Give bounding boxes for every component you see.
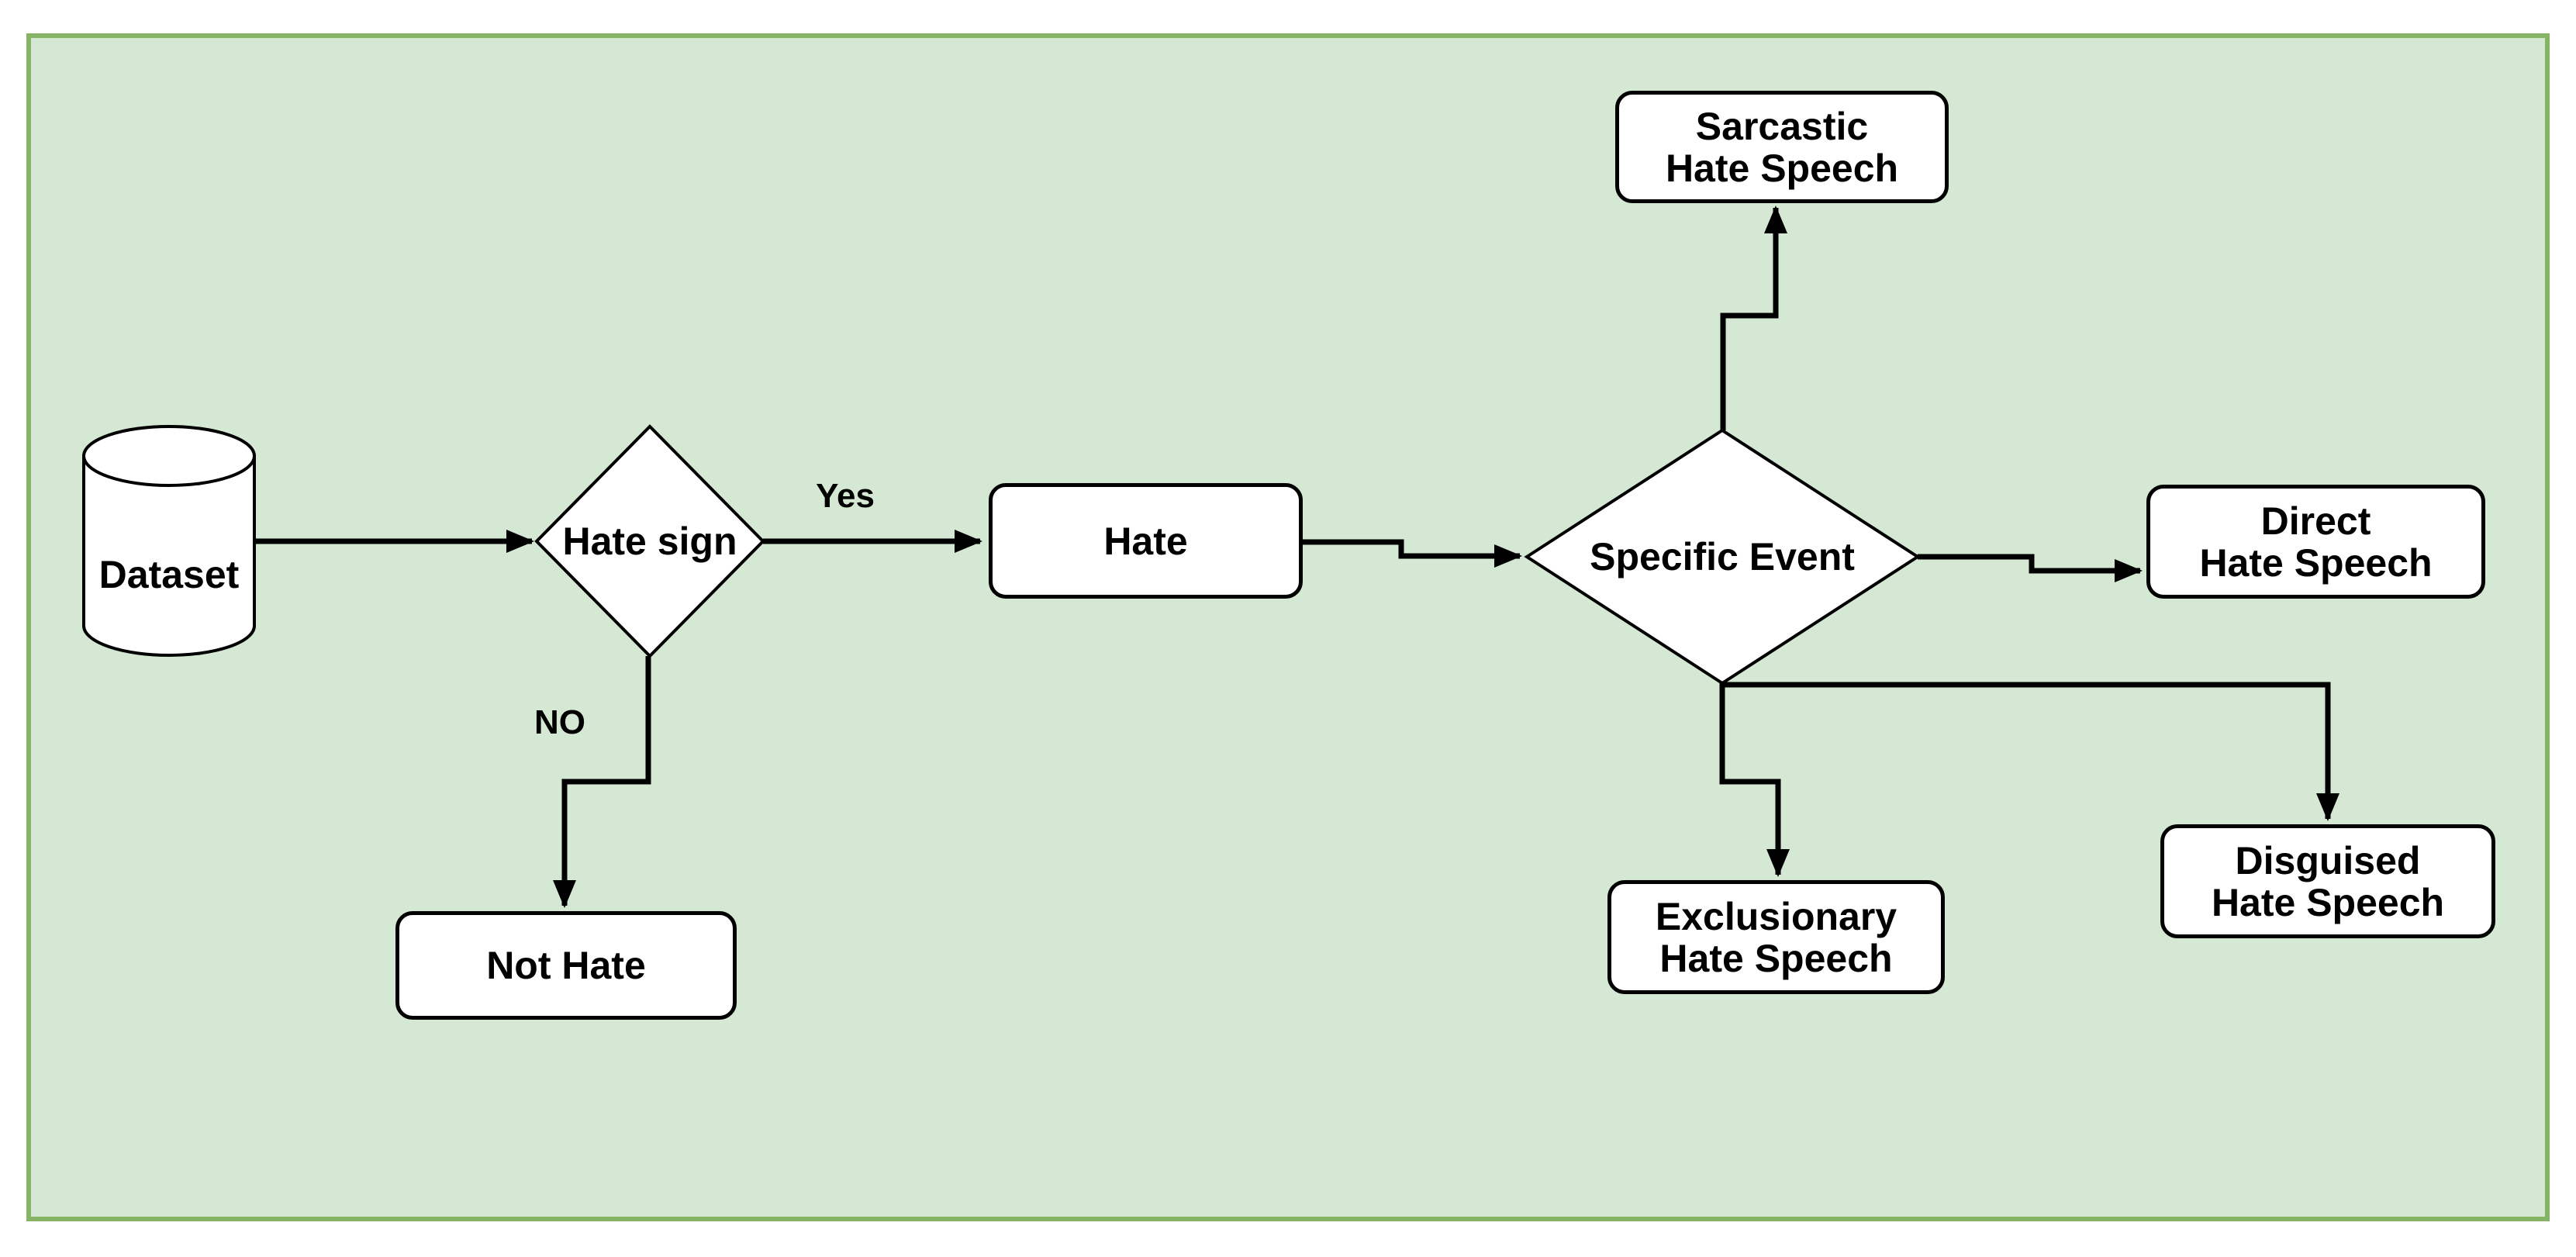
node-direct-hate-speech: Direct Hate Speech bbox=[2146, 485, 2485, 599]
cylinder-rim bbox=[82, 455, 256, 487]
edge-specific-event-to-disguised bbox=[1722, 682, 2339, 821]
node-exclusionary-hate-speech: Exclusionary Hate Speech bbox=[1607, 880, 1945, 994]
cylinder-body bbox=[82, 425, 256, 657]
node-hate-sign-diamond bbox=[534, 424, 765, 658]
diagram-canvas bbox=[26, 33, 2550, 1221]
edge-hate-sign-no-to-not-hate bbox=[553, 656, 651, 908]
node-hate-label: Hate bbox=[1103, 519, 1188, 563]
edge-specific-event-to-sarcastic bbox=[1720, 205, 1787, 430]
node-exclusionary-label: Exclusionary Hate Speech bbox=[1655, 894, 1897, 980]
node-sarcastic-hate-speech: Sarcastic Hate Speech bbox=[1615, 91, 1949, 203]
edge-hate-to-specific-event bbox=[1303, 539, 1522, 568]
node-direct-label: Direct Hate Speech bbox=[2199, 499, 2433, 585]
node-hate-sign-label: Hate sign bbox=[562, 520, 737, 563]
edge-label-yes: Yes bbox=[816, 477, 875, 516]
edge-specific-event-to-direct bbox=[1918, 554, 2143, 582]
node-disguised-label: Disguised Hate Speech bbox=[2211, 838, 2445, 924]
edge-specific-event-to-exclusionary bbox=[1719, 683, 1790, 877]
node-hate: Hate bbox=[989, 483, 1303, 599]
node-specific-event-diamond bbox=[1524, 428, 1921, 685]
edge-label-no: NO bbox=[534, 703, 585, 742]
node-dataset-cylinder bbox=[82, 425, 256, 657]
node-disguised-hate-speech: Disguised Hate Speech bbox=[2160, 824, 2495, 938]
node-not-hate-label: Not Hate bbox=[486, 944, 646, 987]
node-sarcastic-label: Sarcastic Hate Speech bbox=[1665, 104, 1899, 190]
node-not-hate: Not Hate bbox=[395, 911, 737, 1020]
node-specific-event-label: Specific Event bbox=[1590, 535, 1855, 578]
node-dataset-label: Dataset bbox=[98, 553, 240, 596]
